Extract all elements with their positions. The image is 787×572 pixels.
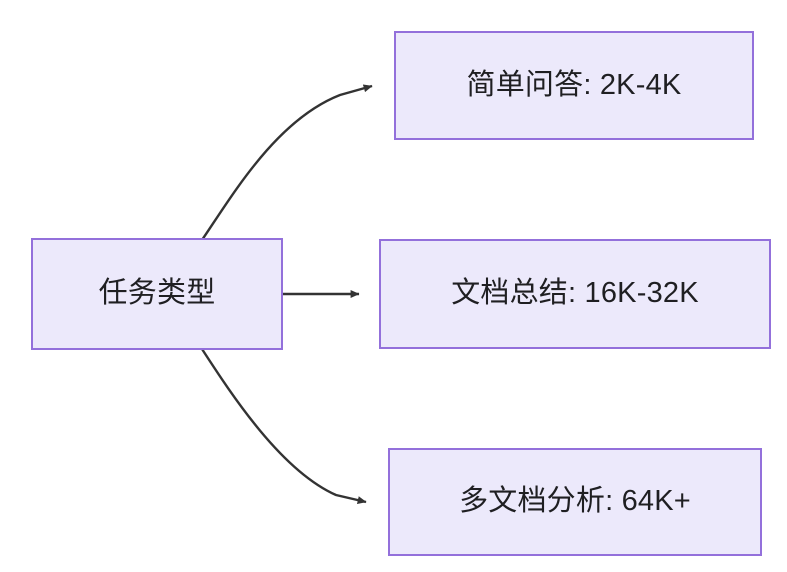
node-task-doc-summary[interactable]: 文档总结: 16K-32K [379,239,771,349]
node-task-doc-summary-label: 文档总结: 16K-32K [451,277,699,310]
node-task-multidoc-analysis-label: 多文档分析: 64K+ [459,485,691,518]
edge-root-to-task-2 [200,348,367,504]
edge-root-to-task-0 [201,84,373,241]
node-task-simple-qa[interactable]: 简单问答: 2K-4K [394,31,754,140]
node-task-simple-qa-label: 简单问答: 2K-4K [466,68,682,101]
node-task-multidoc-analysis[interactable]: 多文档分析: 64K+ [388,448,762,556]
node-root[interactable]: 任务类型 [31,238,283,350]
node-root-label: 任务类型 [98,277,216,310]
